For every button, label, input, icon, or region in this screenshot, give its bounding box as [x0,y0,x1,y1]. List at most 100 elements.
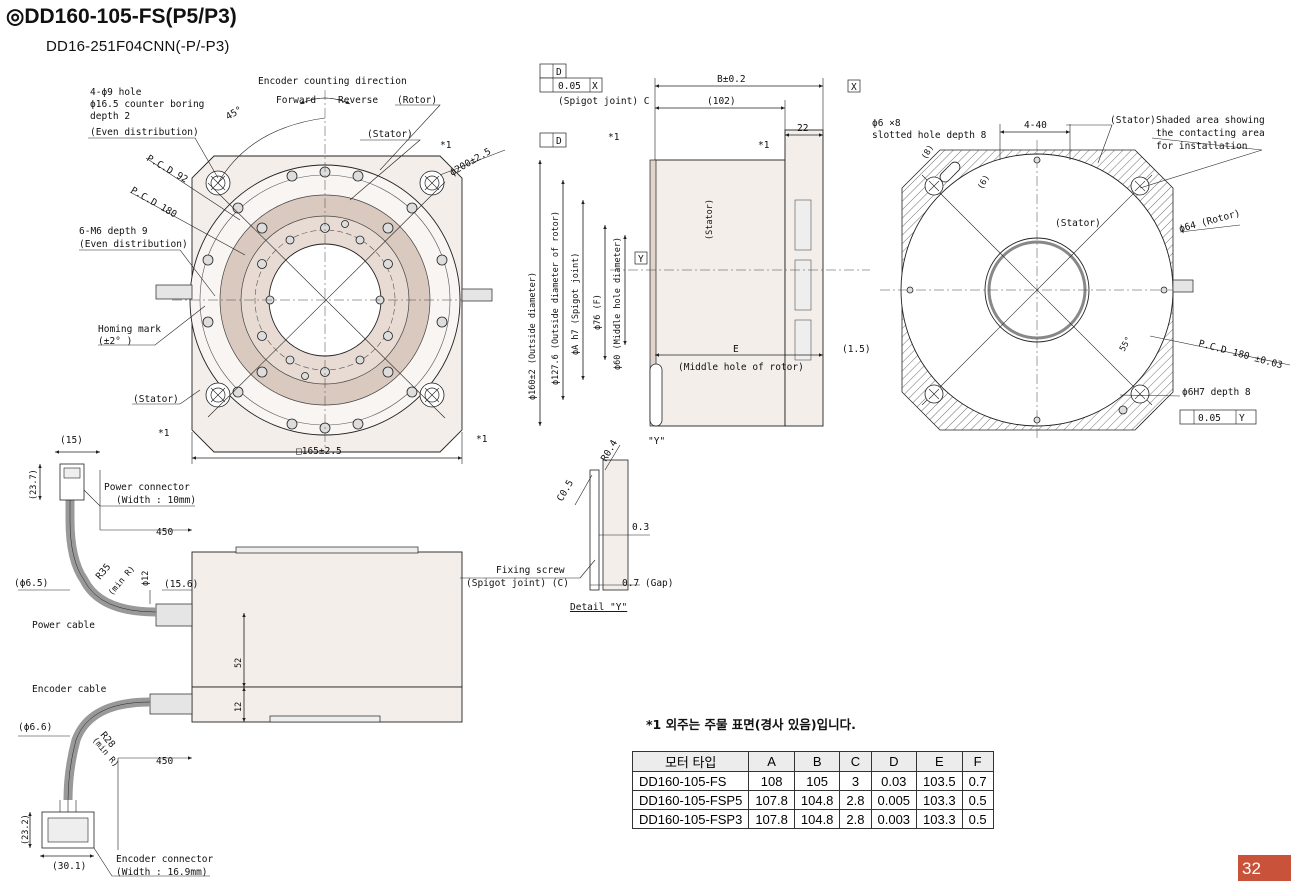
pcd180b-label: P.C.D [1197,338,1228,356]
cell-a: 107.8 [748,790,795,810]
header-e: E [916,751,963,772]
cell-b: 104.8 [793,790,841,810]
stator-side-label: (Stator) [705,199,715,240]
rear-stator-label: (Stator) [1110,115,1156,126]
shaded-area-line2: the contacting area [1156,128,1265,139]
header-motor-type: 모터 타입 [631,751,750,772]
tap-4-40-label: 4-40 [1024,120,1047,131]
pcd180-value: 180 [1231,347,1251,362]
dim-22-label: 22 [797,123,808,134]
note-marker-3: *1 [476,434,488,445]
cell-model: DD160-105-FSP5 [631,790,750,810]
stator-label-left: (Stator) [133,394,179,405]
dim-30-1-label: (30.1) [52,861,86,872]
encoder-direction-label: Encoder counting direction [258,76,407,87]
table-row: DD160-105-FSP3 107.8 104.8 2.8 0.003 103… [631,809,994,829]
encoder-connector-line1: Encoder connector [116,854,214,865]
r35-label: R35 [94,562,113,582]
forward-label: Forward [276,95,316,106]
phi127-label: ϕ127.6 (Outside diameter of rotor) [551,211,561,385]
rotor-label: (Rotor) [397,95,437,106]
table-row: DD160-105-FSP5 107.8 104.8 2.8 0.005 103… [631,790,994,810]
note-marker-2: *1 [158,428,170,439]
cell-b: 104.8 [793,809,841,829]
tap-spec-line1: 6-M6 depth 9 [79,226,148,237]
page-title: ◎DD160-105-FS(P5/P3) [6,5,237,28]
stator-label: (Stator) [367,129,413,140]
phi160-label: ϕ160±2 (Outside diameter) [528,272,538,400]
datum-y-ref: Y [1239,413,1245,424]
header-c: C [839,751,872,772]
cell-a: 107.8 [748,809,795,829]
pcd180-tolerance: ±0.03 [1253,353,1283,371]
encoder-connector-line2: (Width : 16.9mm) [116,867,208,878]
power-cable-label: Power cable [32,620,95,631]
phi60-label: ϕ60 (Middle hole diameter) [613,237,623,370]
b-dim-label: B±0.2 [717,74,746,85]
rear-stator-center-label: (Stator) [1055,218,1101,229]
rear-view [880,124,1291,440]
slot-spec-line2: slotted hole depth 8 [872,130,987,141]
note-marker-1: *1 [440,140,452,151]
datum-x-label: X [592,81,598,92]
cell-c: 2.8 [839,809,872,829]
dim-0-3-label: 0.3 [632,522,649,533]
cell-e: 103.3 [916,790,963,810]
casting-note: *1 외주는 주물 표면(경사 있음)입니다. [646,717,856,732]
spec-table: 모터 타입 A B C D E F DD160-105-FS 108 105 3… [631,751,994,829]
slot-spec-line1: ϕ6 ×8 [872,118,901,129]
power-cable-length: 450 [156,527,173,538]
shaded-area-line3: for installation [1156,141,1248,152]
dim-1-5-label: (1.5) [842,344,871,355]
pcd180-label: P.C.D 180 [129,185,179,220]
cell-b: 105 [793,771,841,791]
cell-c: 3 [839,771,872,791]
cell-f: 0.7 [961,771,994,791]
encoder-cable-label: Encoder cable [32,684,107,695]
dim-12-label: 12 [234,702,244,712]
datum-y-label: Y [638,254,644,265]
detail-y-view [460,444,650,591]
position-tolerance: 0.05 [1198,413,1221,424]
hole-spec-line4: (Even distribution) [90,127,199,138]
table-row: DD160-105-FS 108 105 3 0.03 103.5 0.7 [631,771,994,791]
power-connector-line2: (Width : 10mm) [116,495,196,506]
dim-52-label: 52 [234,658,244,668]
cell-a: 108 [748,771,795,791]
cell-model: DD160-105-FSP3 [631,809,750,829]
encoder-cable-length: 450 [156,756,173,767]
phi-6-5-label: (ϕ6.5) [14,578,48,589]
shaded-area-line1: Shaded area showing [1156,115,1265,126]
flatness-d-label: D [556,67,562,78]
spigot-c2-label: (Spigot joint) (C) [466,578,569,589]
gap-0-7-label: 0.7 (Gap) [622,578,673,589]
dim-15-label: (15) [60,435,83,446]
c0-5-label: C0.5 [555,478,576,503]
pcd92-label: P.C.D 92 [145,153,190,185]
flatness-d-label-2: D [556,136,562,147]
cell-d: 0.005 [870,790,918,810]
y-detail-mark: "Y" [648,436,665,447]
cell-model: DD160-105-FS [631,771,750,791]
hole-spec-line3: depth 2 [90,111,130,122]
header-d: D [870,751,918,772]
homing-mark-line2: (±2° ) [98,336,132,347]
cell-e: 103.3 [916,809,963,829]
header-b: B [793,751,841,772]
dim-102-label: (102) [707,96,736,107]
note-marker-5: *1 [608,132,620,143]
dim-15-6-label: (15.6) [164,579,198,590]
middle-hole-rotor-label: (Middle hole of rotor) [678,362,804,373]
tap-spec-line2: (Even distribution) [79,239,188,250]
pin-hole-label: ϕ6H7 depth 8 [1182,387,1251,398]
hole-spec-line2: ϕ16.5 counter boring [90,99,204,110]
phi-12-label: ϕ12 [141,571,151,586]
angle-45-label: 45° [224,104,244,122]
cell-f: 0.5 [961,790,994,810]
stator-bolts [202,166,448,434]
phi64-label: ϕ64 (Rotor) [1178,208,1242,235]
e-dim-label: E [733,344,739,355]
rotor-taps [257,220,393,380]
fixing-screw-label: Fixing screw [496,565,565,576]
header-a: A [748,751,795,772]
